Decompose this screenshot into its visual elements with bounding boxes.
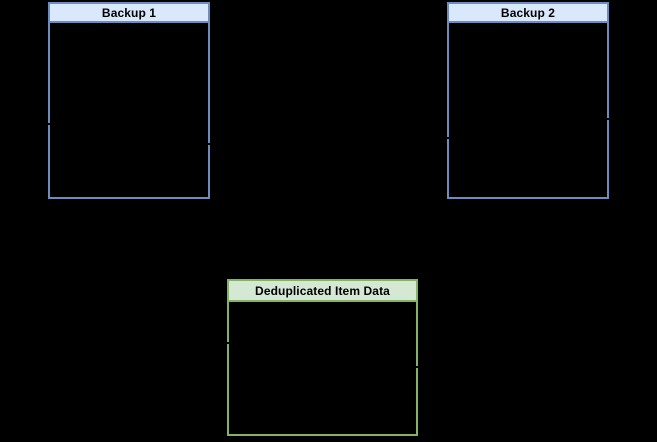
- node-backup-2-body: [447, 23, 609, 199]
- connector-stub: [445, 137, 451, 139]
- node-deduplicated-item-data-label: Deduplicated Item Data: [255, 283, 390, 298]
- connector-stub: [206, 143, 212, 145]
- node-backup-1-header: Backup 1: [48, 2, 210, 23]
- connector-stub: [46, 123, 52, 125]
- connector-stub: [225, 342, 231, 344]
- node-backup-2-header: Backup 2: [447, 2, 609, 23]
- node-backup-2: Backup 2: [447, 2, 609, 199]
- connector-stub: [605, 118, 611, 120]
- node-deduplicated-item-data-header: Deduplicated Item Data: [227, 279, 418, 302]
- node-deduplicated-item-data: Deduplicated Item Data: [227, 279, 418, 436]
- connector-stub: [414, 366, 420, 368]
- node-backup-1: Backup 1: [48, 2, 210, 199]
- node-backup-1-label: Backup 1: [101, 5, 157, 20]
- node-deduplicated-item-data-body: [227, 302, 418, 436]
- node-backup-2-label: Backup 2: [500, 5, 556, 20]
- node-backup-1-body: [48, 23, 210, 199]
